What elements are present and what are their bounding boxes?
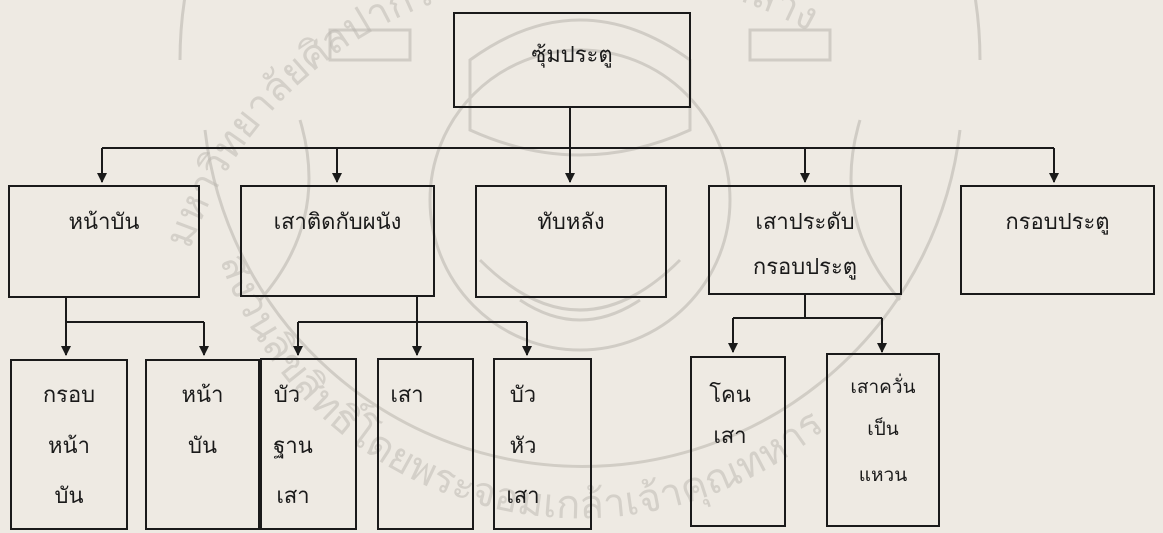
node-n1-box: [8, 185, 200, 298]
node-c3-label-line2: ฐาน: [273, 434, 313, 459]
node-c7-label-line2: เป็น: [867, 418, 899, 440]
node-c1-label-line2: หน้า: [48, 434, 90, 459]
node-c3-label-line1: บัว: [273, 383, 301, 408]
node-n1-label: หน้าบัน: [68, 210, 140, 235]
node-c7-label-line3: แหวน: [858, 464, 908, 486]
node-n4-label-line2: กรอบประตู: [752, 255, 858, 280]
node-c6-label-line1: โคน: [709, 383, 751, 408]
node-c6-box: [690, 356, 786, 527]
node-n2-box: [240, 185, 435, 297]
node-n3-box: [475, 185, 667, 298]
node-c2-box: [145, 359, 260, 530]
node-n5-box: [960, 185, 1155, 295]
node-c5-label-line1: บัว: [509, 383, 537, 408]
node-n3-label: ทับหลัง: [537, 210, 605, 235]
node-c7-label-line1: เสาควั่น: [850, 376, 916, 398]
node-c3-label-line3: เสา: [276, 484, 310, 509]
node-n2-label: เสาติดกับผนัง: [273, 210, 402, 235]
node-c7-box: [826, 353, 940, 527]
node-n5-label: กรอบประตู: [1005, 210, 1110, 235]
node-c2-label-line1: หน้า: [181, 383, 224, 408]
node-c4-label-line1: เสา: [390, 383, 424, 408]
root-label: ซุ้มประตู: [531, 43, 613, 68]
node-c1-label-line1: กรอบ: [42, 383, 96, 408]
root-box: [453, 12, 691, 108]
node-c3-box: [260, 358, 357, 530]
node-c1-box: [10, 359, 128, 530]
node-n4-label-line1: เสาประดับ: [755, 210, 855, 235]
node-c5-box: [493, 358, 592, 530]
node-c6-label-line2: เสา: [713, 424, 747, 449]
node-c2-label-line2: บัน: [187, 434, 217, 459]
node-c5-label-line2: หัว: [509, 434, 537, 459]
node-c4-box: [377, 358, 474, 530]
node-c1-label-line3: บัน: [54, 484, 84, 509]
node-c5-label-line3: เสา: [506, 484, 540, 509]
node-n4-box: [708, 185, 902, 295]
